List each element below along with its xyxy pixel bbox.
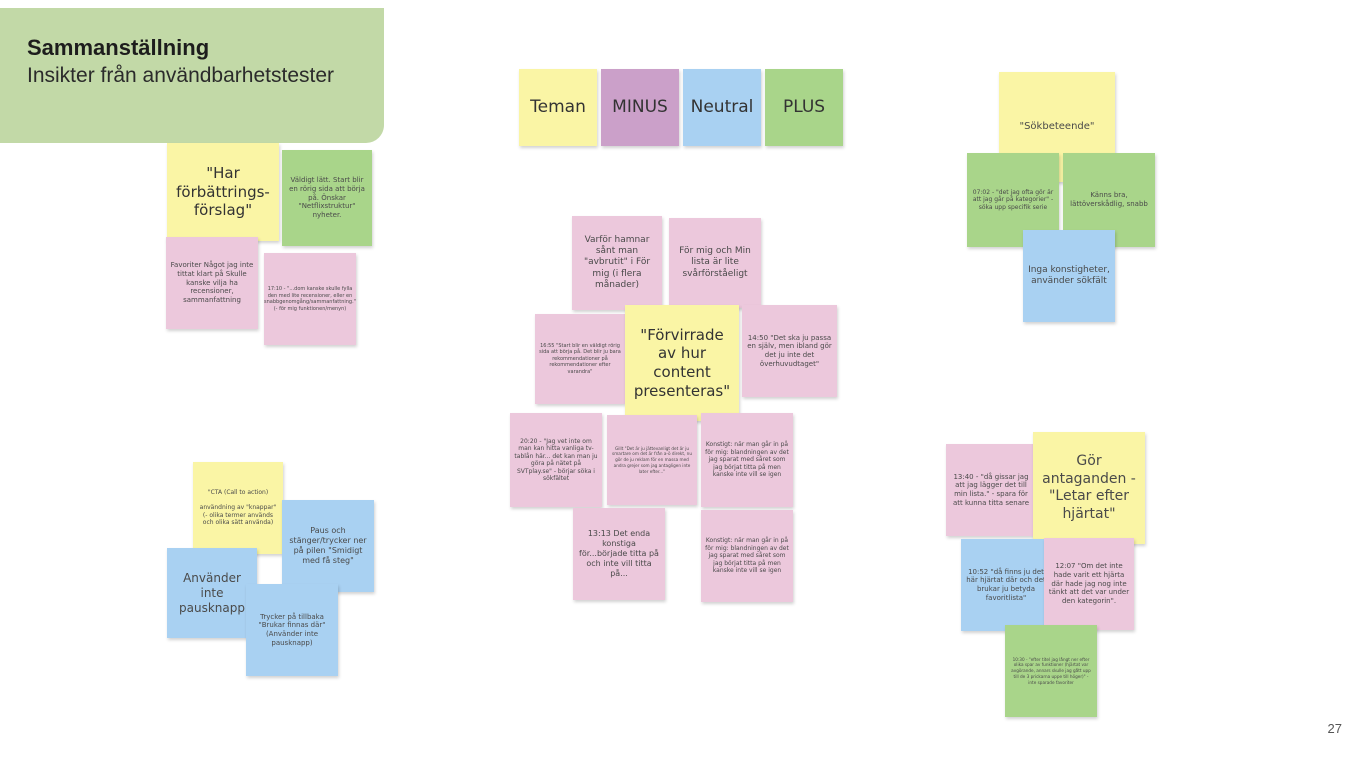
sticky-note: 12:07 "Om det inte hade varit ett hjärta… xyxy=(1044,538,1134,630)
sticky-note: Inga konstigheter, använder sökfält xyxy=(1023,230,1115,322)
sticky-note: För mig och Min lista är lite svårförstå… xyxy=(669,218,761,308)
title-banner: Sammanställning Insikter från användbarh… xyxy=(0,8,384,143)
sticky-note-headline: "Har förbättrings-förslag" xyxy=(167,143,279,241)
sticky-note: 17:10 - "...dom kanske skulle fylla den … xyxy=(264,253,356,345)
sticky-note-headline: Gör antaganden - "Letar efter hjärtat" xyxy=(1033,432,1145,544)
sticky-note: Paus och stänger/trycker ner på pilen "S… xyxy=(282,500,374,592)
sticky-note: 20:20 - "Jag vet inte om man kan hitta v… xyxy=(510,413,602,507)
sticky-note: Använder inte pausknapp xyxy=(167,548,257,638)
sticky-note-headline: "Förvirrade av hur content presenteras" xyxy=(625,305,739,421)
legend-teman: Teman xyxy=(519,69,597,146)
sticky-note: 13:13 Det enda konstiga för...började ti… xyxy=(573,508,665,600)
sticky-note: 13:40 - "då gissar jag att jag lägger de… xyxy=(946,444,1036,536)
sticky-note: 10:30 - "efter titel jag långt ner efter… xyxy=(1005,625,1097,717)
sticky-note: Favoriter Något jag inte tittat klart på… xyxy=(166,237,258,329)
page-number: 27 xyxy=(1327,721,1342,736)
slide-subtitle: Insikter från användbarhetstester xyxy=(27,64,335,87)
sticky-note: Gillt "Det är ju jättevanligt det är ju … xyxy=(607,415,697,505)
sticky-note: Konstigt: när man går in på för mig: bla… xyxy=(701,510,793,602)
sticky-note: 16:55 "Start blir en väldigt rörig sida … xyxy=(535,314,625,404)
slide-title: Sammanställning xyxy=(27,35,210,60)
legend-minus: MINUS xyxy=(601,69,679,146)
sticky-note: Trycker på tillbaka "Brukar finnas där" … xyxy=(246,584,338,676)
sticky-note: 10:52 "då finns ju det här hjärtat där o… xyxy=(961,539,1051,631)
sticky-note: 14:50 "Det ska ju passa en själv, men ib… xyxy=(742,305,837,397)
sticky-note: Varför hamnar sånt man "avbrutit" i För … xyxy=(572,216,662,310)
sticky-note: "CTA (Call to action) användning av "kna… xyxy=(193,462,283,554)
legend-neutral: Neutral xyxy=(683,69,761,146)
sticky-note: Väldigt lätt. Start blir en rörig sida a… xyxy=(282,150,372,246)
legend-plus: PLUS xyxy=(765,69,843,146)
sticky-note: Konstigt: när man går in på för mig: bla… xyxy=(701,413,793,507)
